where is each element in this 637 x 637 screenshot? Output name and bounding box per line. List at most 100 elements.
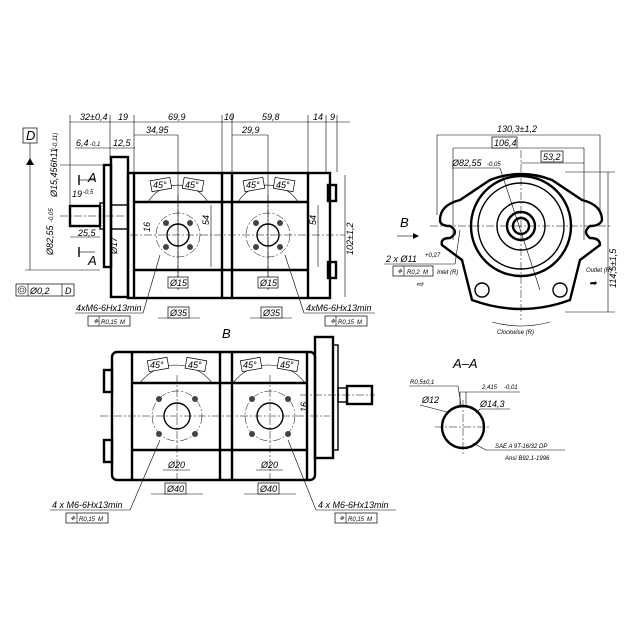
mount-holes-tol: +0,27 <box>425 253 441 259</box>
front-port-2: 45° 45° 54 Ø15 Ø35 <box>237 176 319 319</box>
bottom-port-pcd: Ø40 <box>259 484 277 494</box>
dim-12-5: 12,5 <box>113 138 132 148</box>
bottom-thread-callout-right: 4 x M6-6Hx13min <box>318 500 389 510</box>
dim-25-5: 25,5 <box>77 228 97 238</box>
position-tol: R0,15 <box>348 517 365 523</box>
dim-34-95: 34,95 <box>146 125 170 135</box>
side-pilot-dia: Ø82,55 <box>451 158 483 168</box>
position-tol: R0,15 <box>338 320 355 326</box>
bottom-view-title: B <box>222 326 231 341</box>
pump-body <box>126 171 332 300</box>
datum-label: D <box>26 128 35 143</box>
position-frame: ⌖ R0,2 M <box>392 265 434 277</box>
dim-10: 10 <box>224 112 234 122</box>
dim-54: 54 <box>201 215 211 225</box>
spline-width-tol: -0,01 <box>504 385 518 391</box>
port-pcd: Ø35 <box>262 308 281 318</box>
side-width: 130,3±1,2 <box>497 124 537 134</box>
spline-radius: R0,5±0,1 <box>410 380 434 386</box>
position-frame: ⌖ R0,15 M <box>65 512 109 524</box>
position-tol: R0,15 <box>101 320 118 326</box>
dim-19-shaft: 19 <box>72 189 82 199</box>
dim-16: 16 <box>142 222 152 232</box>
angle-label: 45° <box>246 180 260 190</box>
outlet-arrow-icon: ➡ <box>589 278 598 288</box>
bottom-thread-callout-left: 4 x M6-6Hx13min <box>52 500 123 510</box>
dim-6-4-tol: -0,1 <box>90 142 100 148</box>
section-title: A–A <box>452 356 478 371</box>
position-icon: ⌖ <box>93 316 99 326</box>
angle-label: 45° <box>188 360 202 370</box>
angle-label: 45° <box>150 360 164 370</box>
angle-label: 45° <box>243 360 257 370</box>
section-a-a: A–A R0,5±0,1 2,415 -0,01 Ø12 Ø14,3 SAE A… <box>409 356 565 462</box>
port-pcd: Ø35 <box>169 308 188 318</box>
front-view: 32±0,4 19 69,9 10 59,8 14 9 34,95 29,9 6… <box>15 112 375 327</box>
end-bolt <box>326 260 338 280</box>
angle-label: 45° <box>276 180 290 190</box>
position-frame: ⌖ R0,15 M <box>324 315 368 327</box>
flange-bottom <box>313 335 335 460</box>
dim-29-9: 29,9 <box>241 125 260 135</box>
front-port-1: 45° 45° 16 54 Ø15 Ø35 <box>142 176 212 319</box>
angle-label: 45° <box>280 360 294 370</box>
mmc-symbol: M <box>120 320 125 326</box>
dim-19-tol: -0,5 <box>83 190 94 196</box>
rotation-arc <box>491 321 551 327</box>
bottom-dim-16: 16 <box>299 402 309 412</box>
dim-59-8: 59,8 <box>262 112 280 122</box>
concentricity-datum: D <box>65 286 72 296</box>
angle-label: 45° <box>185 180 199 190</box>
body-height: 102±1,2 <box>345 223 355 255</box>
end-bolt <box>326 183 338 203</box>
flange <box>109 155 130 299</box>
side-view: 130,3±1,2 106,4 53,2 Ø82,55 -0,05 114,5±… <box>384 124 618 336</box>
section-mark-a-top: A <box>87 170 97 185</box>
concentricity-frame: Ø0,2 D <box>15 283 75 297</box>
half-spacing: 53,2 <box>543 152 561 162</box>
position-tol: R0,2 <box>407 270 420 276</box>
minor-dia: Ø12 <box>421 395 439 405</box>
concentricity-value: Ø0,2 <box>29 286 50 296</box>
thread-callout-right: 4xM6-6Hx13min <box>306 303 372 313</box>
bolt-spacing: 106,4 <box>494 138 517 148</box>
inlet-label: Inlet (R) <box>437 270 458 276</box>
spline-spec: SAE A 9T-16/32 DP <box>495 444 547 450</box>
position-frame: ⌖ R0,15 M <box>87 315 131 327</box>
section-mark-a-bottom: A <box>87 253 97 268</box>
position-icon: ⌖ <box>330 316 336 326</box>
angle-label: 45° <box>153 180 167 190</box>
port-dia: Ø15 <box>259 278 278 288</box>
dim-54: 54 <box>308 215 318 225</box>
spline-standard: Ansi B92.1-1996 <box>504 456 550 462</box>
port-dia: Ø15 <box>169 278 188 288</box>
mmc-symbol: M <box>423 270 428 276</box>
position-tol: R0,15 <box>79 517 96 523</box>
position-icon: ⌖ <box>339 513 345 523</box>
dim-6-4: 6,4 <box>76 138 89 148</box>
pilot-dia: Ø82,55 <box>45 224 55 256</box>
dim-32: 32±0,4 <box>80 112 107 122</box>
mount-holes: 2 x Ø11 <box>385 254 417 264</box>
outlet-label: Outlet (R) <box>586 268 612 274</box>
view-mark-b: B <box>400 215 409 230</box>
dim-17: Ø17 <box>109 236 119 255</box>
dim-19: 19 <box>118 112 128 122</box>
bottom-port-2: 45° 45° 16 Ø20 Ø40 <box>232 356 309 495</box>
bottom-port-dia: Ø20 <box>260 460 278 470</box>
pilot-tol: -0,05 <box>49 208 55 222</box>
rotation-label: Clockwise (R) <box>497 330 534 336</box>
position-frame: ⌖ R0,15 M <box>334 512 378 524</box>
major-dia: Ø14,3 <box>479 399 505 409</box>
shaft-dia-tol: (-0,11) <box>53 133 59 150</box>
shaft-dia: Ø15,456h11 <box>49 148 59 198</box>
inlet-arrow-icon: ⇨ <box>416 279 424 289</box>
position-icon: ⌖ <box>70 513 76 523</box>
bottom-port-dia: Ø20 <box>167 460 185 470</box>
mmc-symbol: M <box>367 517 372 523</box>
bottom-view: B 45° 45° Ø20 Ø40 45° 45° <box>50 326 396 524</box>
datum-triangle <box>26 158 34 165</box>
side-pilot-tol: -0,05 <box>487 162 501 168</box>
mounting-flange-outline <box>438 172 604 311</box>
